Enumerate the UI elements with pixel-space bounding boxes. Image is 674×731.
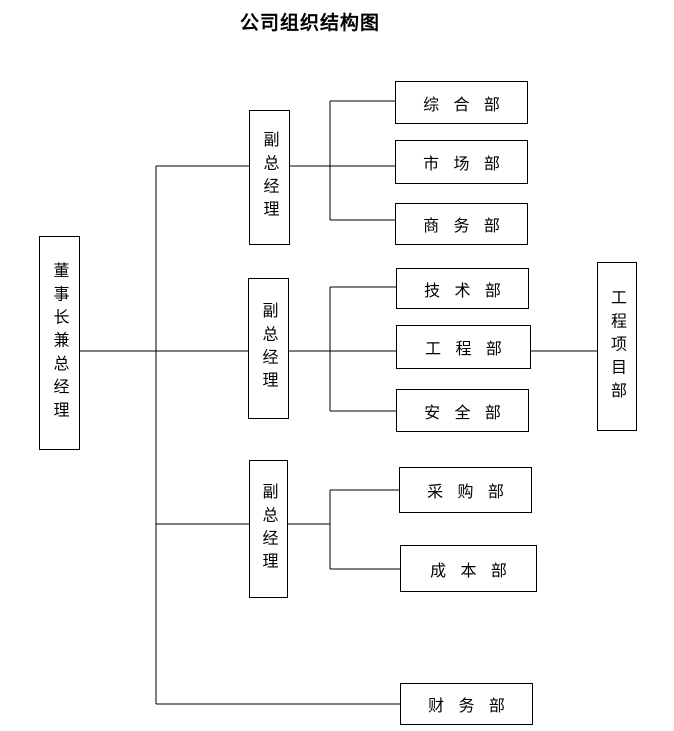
engineering-dept-box: 工程部 [396, 325, 531, 369]
vice-gm-2-box: 副总经理 [248, 278, 289, 419]
safety-dept-box: 安全部 [396, 389, 529, 432]
business-dept-box: 商务部 [395, 203, 528, 245]
diagram-title: 公司组织结构图 [239, 12, 380, 34]
technology-dept-box: 技术部 [396, 268, 529, 309]
procurement-dept-box: 采购部 [399, 467, 532, 513]
marketing-dept-box: 市场部 [395, 140, 528, 184]
project-dept-box: 工程项目部 [597, 262, 637, 431]
vice-gm-1-box: 副总经理 [249, 110, 290, 245]
vice-gm-3-box: 副总经理 [249, 460, 288, 598]
general-dept-box: 综合部 [395, 81, 528, 124]
chairman-box: 董事长兼总经理 [39, 236, 80, 450]
finance-dept-box: 财务部 [400, 683, 533, 725]
cost-dept-box: 成本部 [400, 545, 537, 592]
